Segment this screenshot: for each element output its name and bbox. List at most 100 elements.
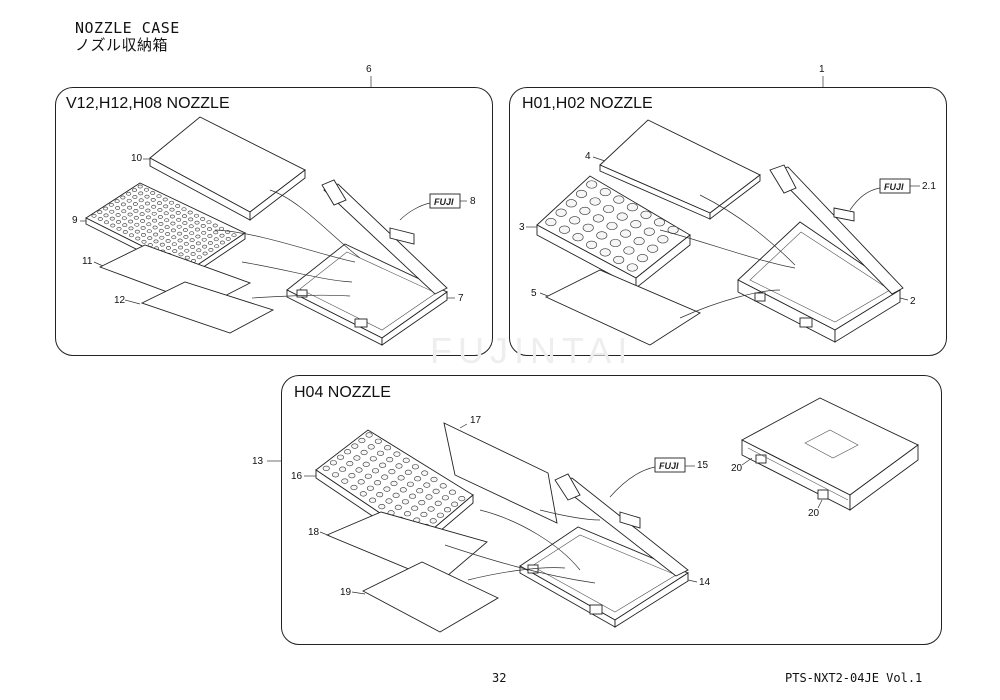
callout-10: 10	[131, 153, 143, 164]
nozzle-hole	[132, 202, 138, 206]
nozzle-hole	[351, 443, 359, 449]
nozzle-hole	[423, 482, 431, 488]
nozzle-hole	[212, 223, 218, 228]
nozzle-hole	[421, 470, 429, 476]
nozzle-hole	[355, 467, 363, 473]
nozzle-hole	[392, 492, 400, 499]
part-7-case	[286, 179, 448, 346]
document-code: PTS-NXT2-04JE Vol.1	[785, 671, 923, 685]
title-japanese: ノズル収納箱	[75, 36, 169, 54]
part-5-sheet	[544, 269, 701, 346]
nozzle-hole	[137, 184, 143, 189]
nozzle-hole	[207, 227, 213, 231]
nozzle-hole	[357, 479, 365, 485]
nozzle-hole	[182, 228, 188, 232]
nozzle-hole	[418, 500, 426, 506]
nozzle-hole	[358, 437, 366, 444]
nozzle-hole	[121, 216, 127, 221]
nozzle-hole	[336, 454, 344, 460]
nozzle-hole	[133, 215, 139, 220]
nozzle-hole	[122, 230, 128, 234]
nozzle-hole	[425, 494, 433, 500]
nozzle-hole	[184, 248, 190, 253]
nozzle-hole	[157, 201, 163, 205]
nozzle-hole	[181, 207, 187, 212]
nozzle-hole	[129, 233, 135, 238]
nozzle-hole	[603, 204, 615, 214]
nozzle-hole	[401, 499, 409, 505]
nozzle-hole	[140, 226, 146, 230]
nozzle-hole	[188, 217, 194, 222]
nozzle-hole	[195, 241, 201, 246]
nozzle-hole	[177, 231, 183, 236]
nozzle-hole	[225, 237, 231, 241]
callout-7: 7	[458, 293, 464, 304]
nozzle-hole	[115, 206, 121, 210]
nozzle-hole	[322, 465, 330, 472]
nozzle-hole	[427, 506, 435, 512]
callout-12: 12	[114, 295, 126, 306]
nozzle-hole	[430, 476, 438, 483]
nozzle-hole	[178, 245, 184, 250]
part-15-logo-label: FUJI	[654, 457, 686, 473]
nozzle-hole	[120, 195, 126, 200]
nozzle-hole	[147, 236, 153, 240]
nozzle-hole	[353, 455, 361, 461]
nozzle-hole	[184, 255, 190, 260]
nozzle-hole	[416, 488, 424, 494]
nozzle-hole	[183, 235, 189, 239]
callout-2-1: 2.1	[922, 181, 936, 192]
nozzle-hole	[166, 246, 172, 250]
nozzle-hole	[420, 511, 428, 518]
nozzle-hole	[159, 235, 165, 240]
callout-18: 18	[308, 527, 320, 538]
nozzle-hole	[188, 224, 194, 229]
nozzle-hole	[182, 221, 188, 225]
nozzle-hole	[176, 224, 182, 229]
nozzle-hole	[190, 252, 196, 256]
nozzle-hole	[202, 244, 208, 249]
callout-2: 2	[910, 296, 916, 307]
nozzle-hole	[175, 211, 181, 215]
nozzle-hole	[348, 473, 356, 479]
nozzle-hole	[572, 233, 584, 242]
nozzle-hole	[150, 191, 156, 195]
nozzle-hole	[213, 230, 219, 235]
nozzle-hole	[399, 487, 407, 493]
nozzle-hole	[599, 188, 611, 197]
nozzle-hole	[163, 211, 169, 216]
panel-title-h01-h02: H01,H02 NOZZLE	[522, 95, 653, 112]
nozzle-hole	[609, 238, 621, 248]
nozzle-hole	[152, 225, 158, 230]
nozzle-hole	[616, 212, 628, 221]
nozzle-hole	[448, 489, 456, 495]
nozzle-hole	[156, 194, 162, 199]
nozzle-hole	[376, 492, 384, 498]
nozzle-hole	[108, 202, 114, 207]
nozzle-hole	[200, 217, 206, 221]
nozzle-hole	[157, 215, 163, 219]
nozzle-hole	[365, 432, 373, 438]
nozzle-hole	[169, 214, 175, 219]
nozzle-hole	[344, 449, 352, 455]
nozzle-hole	[208, 248, 214, 252]
nozzle-hole	[443, 507, 451, 513]
nozzle-hole	[177, 238, 183, 243]
nozzle-hole	[381, 474, 389, 480]
nozzle-hole	[110, 223, 116, 228]
nozzle-hole	[201, 230, 207, 235]
logo-text-8: FUJI	[434, 197, 454, 207]
nozzle-hole	[195, 234, 201, 239]
nozzle-hole	[408, 493, 416, 499]
nozzle-hole	[196, 255, 202, 260]
callout-17: 17	[470, 415, 482, 426]
nozzle-hole	[213, 237, 219, 242]
nozzle-hole	[359, 491, 367, 497]
nozzle-hole	[171, 235, 177, 240]
nozzle-hole	[393, 451, 401, 457]
part-2-case	[737, 164, 904, 343]
nozzle-hole	[582, 223, 594, 232]
nozzle-hole	[626, 203, 638, 212]
callout-4: 4	[585, 151, 591, 162]
nozzle-hole	[620, 229, 632, 238]
